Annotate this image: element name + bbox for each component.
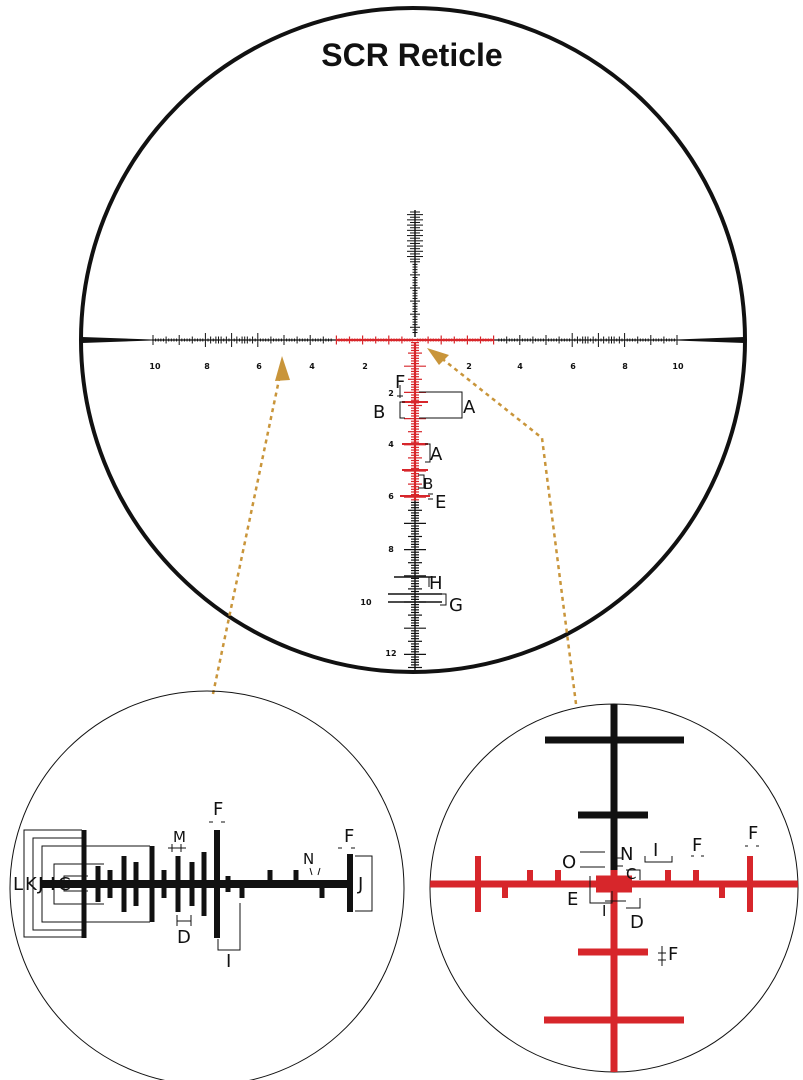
- v-scale-8: 8: [388, 545, 394, 554]
- label-e-right: E: [567, 889, 578, 910]
- label-e-main: E: [435, 492, 446, 513]
- main-labels: F A B A B E H G: [373, 372, 476, 616]
- vertical-scale: 2 4 6 8 10 12: [360, 389, 396, 658]
- left-detail: [40, 830, 353, 938]
- label-c-left: C: [58, 874, 71, 895]
- left-detail-circle: [9, 690, 405, 1080]
- left-detail-dimensions: [23, 821, 373, 951]
- label-b-main-1: B: [373, 402, 385, 423]
- v-scale-12: 12: [385, 649, 396, 658]
- h-scale-right-10: 10: [672, 362, 684, 371]
- main-reticle: [152, 210, 678, 670]
- left-detail-labels: L K J I C M F F N J D I: [13, 799, 363, 972]
- h-scale-right-6: 6: [570, 362, 576, 371]
- label-f-left-top: F: [213, 799, 223, 820]
- label-b-main-2: B: [423, 475, 433, 493]
- h-scale-left-6: 6: [256, 362, 262, 371]
- label-a-main-2: A: [430, 444, 443, 465]
- callout-arrow-right: [439, 356, 578, 705]
- h-scale-right-2: 2: [466, 362, 472, 371]
- label-h-main: H: [429, 573, 443, 594]
- right-detail: [430, 704, 798, 1072]
- horizontal-scale-left: 10 8 6 4 2: [149, 362, 367, 371]
- h-scale-right-8: 8: [622, 362, 628, 371]
- callout-arrows: [211, 348, 578, 705]
- label-i-small-right: I: [602, 902, 606, 920]
- label-l-left: L: [13, 874, 23, 895]
- label-m-left: M: [173, 828, 186, 846]
- v-scale-6: 6: [388, 492, 394, 501]
- label-j-left: J: [37, 874, 43, 895]
- h-scale-left-10: 10: [149, 362, 161, 371]
- label-n-right: N: [620, 844, 633, 865]
- label-i-left: I: [50, 874, 55, 895]
- main-scope-circle: [79, 6, 747, 674]
- v-scale-2: 2: [388, 389, 394, 398]
- label-f-bottom-right: F: [668, 944, 678, 965]
- label-i-top-right: I: [653, 840, 658, 861]
- h-scale-left-4: 4: [309, 362, 315, 371]
- horizontal-scale-right: 2 4 6 8 10: [466, 362, 684, 371]
- right-detail-labels: O N I F F C E I D F: [562, 823, 758, 965]
- callout-arrowhead-left: [275, 356, 290, 381]
- label-a-main-1: A: [463, 397, 476, 418]
- label-f-left-right: F: [344, 826, 354, 847]
- v-scale-4: 4: [388, 440, 394, 449]
- label-f-right-2: F: [748, 823, 758, 844]
- right-detail-dimensions: [580, 845, 759, 966]
- label-d-left: D: [177, 927, 191, 948]
- label-c-right: C: [626, 865, 636, 883]
- right-thick-post: [676, 337, 744, 343]
- h-scale-left-2: 2: [362, 362, 368, 371]
- v-scale-10: 10: [360, 598, 372, 607]
- label-k-left: K: [25, 874, 38, 895]
- page-title: SCR Reticle: [321, 37, 502, 73]
- left-thick-post: [82, 337, 152, 343]
- label-i-bottom-left: I: [226, 951, 231, 972]
- label-g-main: G: [449, 595, 463, 616]
- label-o-right: O: [562, 852, 576, 873]
- label-f-right-1: F: [692, 835, 702, 856]
- label-n-left: N: [303, 850, 314, 868]
- callout-arrow-left: [211, 374, 282, 695]
- h-scale-right-4: 4: [517, 362, 523, 371]
- label-j-right: J: [357, 874, 363, 895]
- callout-arrowhead-right: [427, 348, 449, 365]
- h-scale-left-8: 8: [204, 362, 210, 371]
- label-d-right: D: [630, 912, 644, 933]
- label-f-main: F: [395, 372, 405, 393]
- main-dimension-lines: [397, 385, 463, 606]
